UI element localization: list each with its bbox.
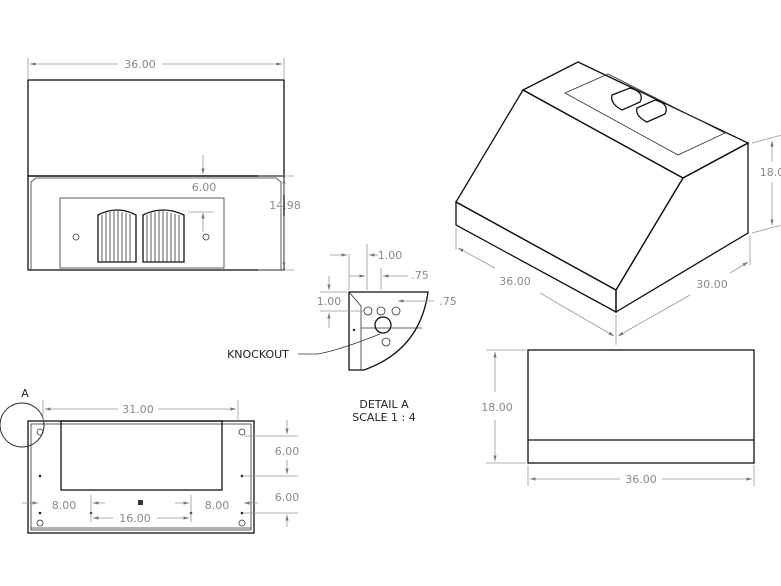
detail-a-view: 1.00 .75 .75 1.00 KNOCKOUT DETAIL A SCAL…	[227, 244, 457, 424]
corner-bracket	[348, 291, 429, 371]
detail-a-marker-circle	[0, 402, 45, 448]
blower-plate	[59, 197, 225, 269]
side-view: 18.00 36.00	[481, 349, 755, 486]
detail-title: DETAIL A	[359, 398, 409, 411]
front-width-dim: 36.00	[124, 58, 156, 71]
detail-right-dim: .75	[439, 295, 457, 308]
iso-duct-openings	[611, 87, 667, 123]
front-height-dim: 14.98	[269, 199, 301, 212]
bottom-view: A 31.00 6.00 6.00 8.00 16.00 8.00	[0, 387, 300, 534]
blower-louvers-left	[97, 209, 137, 263]
blower-louvers-right	[142, 209, 185, 263]
knockout-hole	[374, 316, 392, 334]
detail-scale: SCALE 1 : 4	[352, 411, 415, 424]
bottom-opening	[60, 420, 223, 491]
front-offset-dim: 6.00	[192, 181, 217, 194]
detail-left-dim: 1.00	[317, 295, 342, 308]
knockout-label: KNOCKOUT	[227, 348, 289, 361]
center-fastener	[138, 500, 143, 505]
bottom-width-dim: 31.00	[122, 403, 154, 416]
bottom-center-dim: 16.00	[119, 512, 151, 525]
hood-top-outline	[27, 79, 285, 177]
mount-hole	[202, 233, 210, 241]
detail-a-marker: A	[21, 387, 29, 400]
detail-top-dim: 1.00	[378, 249, 403, 262]
iso-width-dim: 36.00	[499, 275, 531, 288]
bottom-right-dim: 8.00	[205, 499, 230, 512]
mount-hole	[72, 233, 80, 241]
side-outline	[527, 349, 755, 464]
iso-side-face	[615, 141, 749, 314]
hood-front-outline	[27, 175, 285, 271]
bottom-vert-dim-1: 6.00	[275, 445, 300, 458]
iso-front-band	[455, 200, 617, 314]
isometric-view: 18.0 36.00 30.00	[455, 61, 781, 345]
side-width-dim: 36.00	[625, 473, 657, 486]
iso-duct-plate	[564, 73, 726, 156]
front-view: 36.00 6.00 14.98	[27, 58, 301, 271]
detail-mid-dim: .75	[411, 269, 429, 282]
bottom-left-dim: 8.00	[52, 499, 77, 512]
iso-height-dim: 18.0	[760, 166, 781, 179]
iso-slant-face	[455, 89, 684, 291]
side-height-dim: 18.00	[481, 401, 513, 414]
iso-depth-dim: 30.00	[696, 278, 728, 291]
bottom-vert-dim-2: 6.00	[275, 491, 300, 504]
inner-flange	[30, 177, 282, 270]
